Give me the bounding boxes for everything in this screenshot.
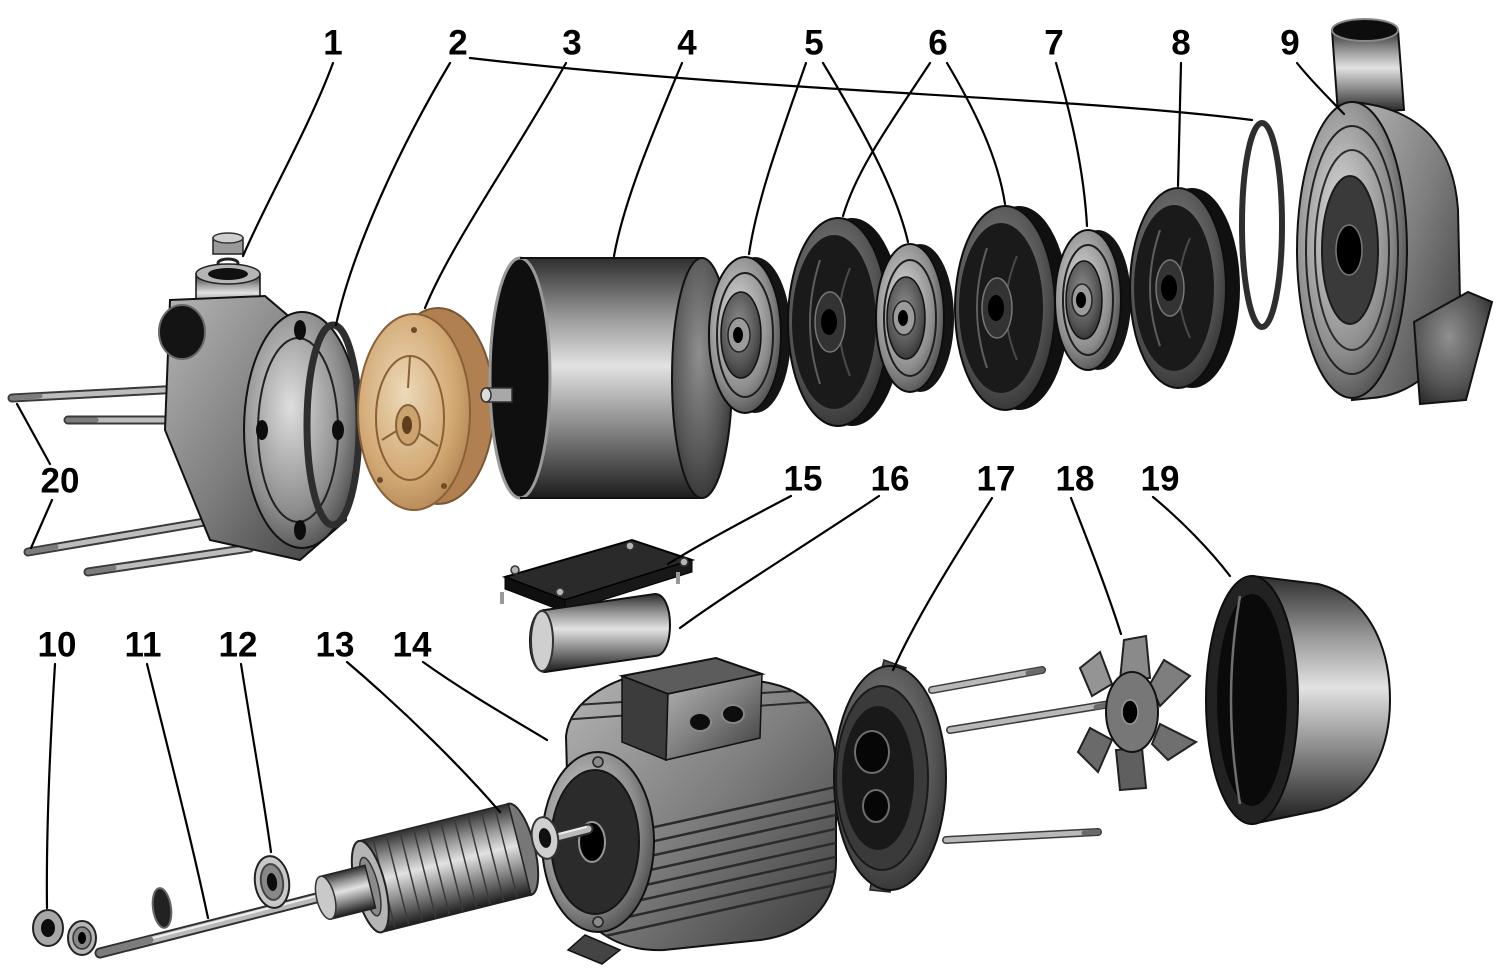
- motor-foot: [566, 934, 622, 965]
- leader-line-12: [239, 662, 273, 854]
- leader-line-2a: [334, 61, 452, 327]
- callout-9: 9: [1280, 23, 1300, 63]
- leader-line-9: [1295, 61, 1346, 116]
- motor-front-face: [541, 751, 655, 933]
- leader-line-5a: [747, 61, 808, 256]
- callout-12: 12: [218, 625, 258, 665]
- terminal-platform: [618, 656, 766, 762]
- leader-line-13: [345, 660, 502, 814]
- callout-5: 5: [804, 23, 824, 63]
- casing-foot: [1412, 290, 1494, 406]
- cover-screw: [679, 557, 689, 567]
- shaft-spacer: [480, 387, 513, 403]
- stage-diffuser-1: [787, 217, 902, 427]
- motor-stator: [541, 656, 837, 965]
- stage-diffuser-3: [1129, 187, 1240, 389]
- leader-line-11: [145, 662, 210, 920]
- impeller-3: [1054, 229, 1131, 371]
- callout-11: 11: [124, 625, 162, 665]
- callout-16: 16: [870, 459, 910, 499]
- callout-1: 1: [323, 23, 343, 63]
- bearing-front: [253, 855, 291, 909]
- fan-cover: [1205, 574, 1392, 826]
- pump-sleeve: [480, 256, 733, 500]
- bearing-rear: [530, 816, 560, 860]
- discharge-port: [1330, 18, 1406, 116]
- callout-4: 4: [677, 23, 697, 63]
- seal-rings: [32, 909, 97, 956]
- rear-bracket: [833, 659, 947, 893]
- tie-bolt: [23, 513, 233, 557]
- leader-line-16: [678, 494, 881, 630]
- rotor: [314, 802, 540, 934]
- leader-line-5b: [821, 61, 910, 244]
- leader-line-10: [45, 662, 57, 910]
- callout-14: 14: [392, 625, 432, 665]
- leader-line-3: [423, 61, 568, 310]
- impeller-1: [708, 256, 791, 414]
- callout-17: 17: [976, 459, 1016, 499]
- leader-line-2b: [468, 56, 1254, 122]
- o-ring-rear: [1239, 120, 1285, 330]
- diffuser-disc: [357, 307, 495, 511]
- callout-19: 19: [1140, 459, 1180, 499]
- callout-20: 20: [40, 461, 80, 501]
- leader-line-6a: [841, 61, 932, 218]
- impeller-2: [875, 243, 954, 393]
- pump-head-body: [158, 232, 361, 562]
- leader-line-20a: [15, 402, 52, 466]
- leader-line-19: [1151, 495, 1232, 578]
- callout-7: 7: [1044, 23, 1064, 63]
- tie-bolt: [83, 543, 255, 577]
- tie-rod: [946, 700, 1114, 734]
- callout-10: 10: [37, 625, 77, 665]
- stage-diffuser-2: [954, 205, 1069, 411]
- leader-line-15: [666, 494, 793, 566]
- callout-6: 6: [928, 23, 948, 63]
- motor-tie-rods: [928, 666, 1114, 844]
- cover-screw: [510, 565, 520, 575]
- cover-screw: [555, 587, 565, 597]
- callout-3: 3: [562, 23, 582, 63]
- loose-screw: [500, 592, 504, 604]
- capacitor: [528, 592, 672, 674]
- shaft-washer: [151, 887, 173, 929]
- leader-line-4: [612, 61, 684, 258]
- leader-lines: [15, 56, 1346, 920]
- loose-screw: [676, 572, 680, 584]
- leader-line-18: [1069, 496, 1123, 636]
- leader-line-17: [891, 496, 994, 672]
- callout-15: 15: [783, 459, 823, 499]
- callout-8: 8: [1171, 23, 1191, 63]
- side-port: [158, 304, 206, 360]
- terminal-box-cover: [500, 538, 696, 613]
- leader-line-6b: [945, 61, 1007, 206]
- callout-18: 18: [1055, 459, 1095, 499]
- cover-screw: [625, 541, 635, 551]
- leader-line-7: [1054, 61, 1089, 228]
- leader-line-1: [241, 61, 335, 258]
- shaft-thread: [96, 936, 154, 957]
- tie-rod: [942, 828, 1102, 844]
- filler-plug: [212, 232, 244, 269]
- tie-rod: [928, 666, 1046, 694]
- callout-13: 13: [315, 625, 355, 665]
- pump-casing: [1296, 18, 1494, 406]
- leader-line-8: [1176, 61, 1183, 188]
- callout-2: 2: [448, 23, 468, 63]
- cooling-fan: [1076, 634, 1199, 792]
- leader-line-14: [421, 660, 549, 742]
- leader-line-20b: [29, 498, 54, 550]
